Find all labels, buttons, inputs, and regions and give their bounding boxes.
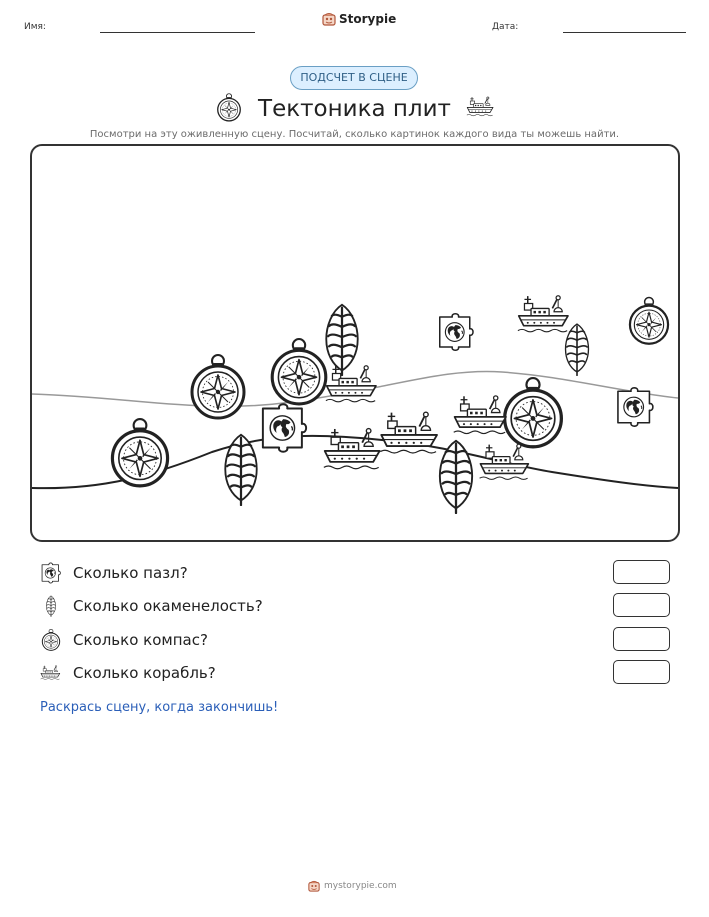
scene-illustration bbox=[32, 294, 678, 514]
question-row-puzzle: Сколько пазл? bbox=[40, 560, 670, 586]
coloring-note: Раскрась сцену, когда закончишь! bbox=[40, 700, 279, 715]
answer-box-compass[interactable] bbox=[613, 627, 670, 651]
puzzle-drawing bbox=[439, 312, 474, 352]
question-text: Сколько компас? bbox=[73, 631, 208, 649]
answer-box-puzzle[interactable] bbox=[613, 560, 670, 584]
answer-box-ship[interactable] bbox=[613, 660, 670, 684]
compass-drawing bbox=[270, 338, 328, 406]
brand-mascot-icon bbox=[322, 12, 336, 26]
answer-box-fossil[interactable] bbox=[613, 593, 670, 617]
counting-scene bbox=[30, 144, 680, 542]
name-label: Имя: bbox=[24, 22, 46, 32]
compass-icon bbox=[40, 629, 62, 651]
compass-drawing bbox=[190, 354, 246, 420]
ship-icon bbox=[466, 95, 496, 119]
fossil-drawing bbox=[438, 439, 474, 514]
puzzle-icon bbox=[40, 562, 62, 584]
brand-name: Storypie bbox=[339, 12, 397, 26]
ship-drawing bbox=[325, 364, 377, 403]
date-field[interactable] bbox=[563, 32, 686, 33]
puzzle-drawing bbox=[617, 387, 654, 427]
compass-drawing bbox=[502, 377, 564, 449]
puzzle-drawing bbox=[261, 403, 308, 453]
date-label: Дата: bbox=[492, 22, 519, 32]
question-text: Сколько окаменелость? bbox=[73, 597, 263, 615]
name-field[interactable] bbox=[100, 32, 255, 33]
question-text: Сколько пазл? bbox=[73, 564, 188, 582]
fossil-drawing bbox=[564, 323, 590, 376]
footer-brand: mystorypie.com bbox=[308, 880, 397, 892]
compass-drawing bbox=[110, 418, 170, 488]
fossil-drawing bbox=[223, 433, 259, 506]
instructions: Посмотри на эту оживленную сцену. Посчит… bbox=[89, 129, 620, 140]
page-title: Тектоника плит bbox=[258, 96, 451, 122]
question-text: Сколько корабль? bbox=[73, 664, 216, 682]
question-row-ship: Сколько корабль? bbox=[40, 660, 670, 686]
fossil-icon bbox=[40, 595, 62, 617]
activity-badge: ПОДСЧЕТ В СЦЕНЕ bbox=[290, 66, 418, 90]
brand-logo: Storypie bbox=[322, 12, 396, 26]
fossil-drawing bbox=[325, 303, 359, 376]
footer-url[interactable]: mystorypie.com bbox=[324, 881, 397, 891]
brand-mascot-icon bbox=[308, 880, 320, 892]
ship-drawing bbox=[452, 395, 507, 435]
question-row-fossil: Сколько окаменелость? bbox=[40, 593, 670, 619]
ship-icon bbox=[40, 662, 62, 684]
ship-drawing bbox=[478, 443, 530, 481]
question-row-compass: Сколько компас? bbox=[40, 627, 670, 653]
ship-drawing bbox=[322, 427, 381, 470]
compass-drawing bbox=[628, 296, 670, 345]
ship-drawing bbox=[379, 411, 438, 454]
ship-drawing bbox=[517, 294, 569, 333]
